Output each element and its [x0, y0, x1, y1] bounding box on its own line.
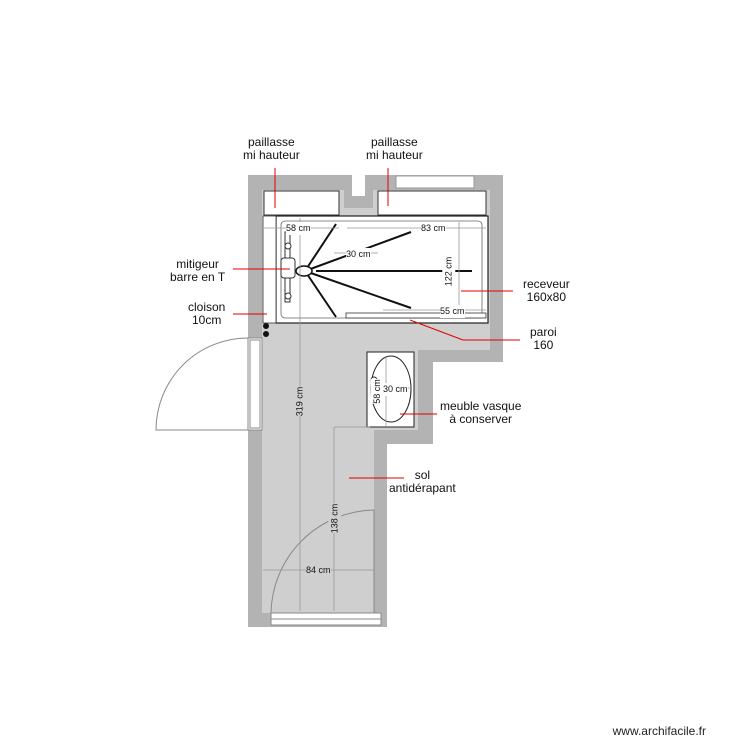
- dim-58-vasque: 58 cm: [370, 379, 384, 404]
- label-paroi: paroi 160: [530, 325, 557, 352]
- dim-55: 55 cm: [440, 305, 465, 318]
- paroi-glass: [345, 312, 487, 319]
- dim-84: 84 cm: [306, 564, 331, 577]
- paillasse-right: [377, 190, 487, 216]
- dim-30: 30 cm: [346, 248, 371, 261]
- dim-138: 138 cm: [328, 503, 342, 534]
- dim-58-top: 58 cm: [286, 222, 311, 235]
- label-sol: sol antidérapant: [389, 468, 456, 495]
- drain: [295, 265, 313, 277]
- door-bottom: [270, 509, 382, 626]
- watermark: www.archifacile.fr: [612, 724, 706, 738]
- paillasse-left: [263, 190, 340, 216]
- window-top: [395, 175, 475, 189]
- dim-122: 122 cm: [442, 256, 456, 287]
- mitigeur-icon: [280, 231, 296, 303]
- label-receveur: receveur 160x80: [523, 277, 570, 304]
- door-left: [155, 337, 263, 431]
- dim-30-vasque: 30 cm: [383, 383, 408, 396]
- annotation-leaders: [233, 168, 520, 479]
- dim-319: 319 cm: [293, 386, 307, 417]
- label-cloison: cloison 10cm: [188, 300, 226, 327]
- label-paillasse-right: paillasse mi hauteur: [366, 135, 423, 162]
- label-paillasse-left: paillasse mi hauteur: [243, 135, 300, 162]
- dim-83: 83 cm: [421, 222, 446, 235]
- label-meuble-vasque: meuble vasque à conserver: [440, 399, 522, 426]
- label-mitigeur: mitigeur barre en T: [170, 257, 226, 284]
